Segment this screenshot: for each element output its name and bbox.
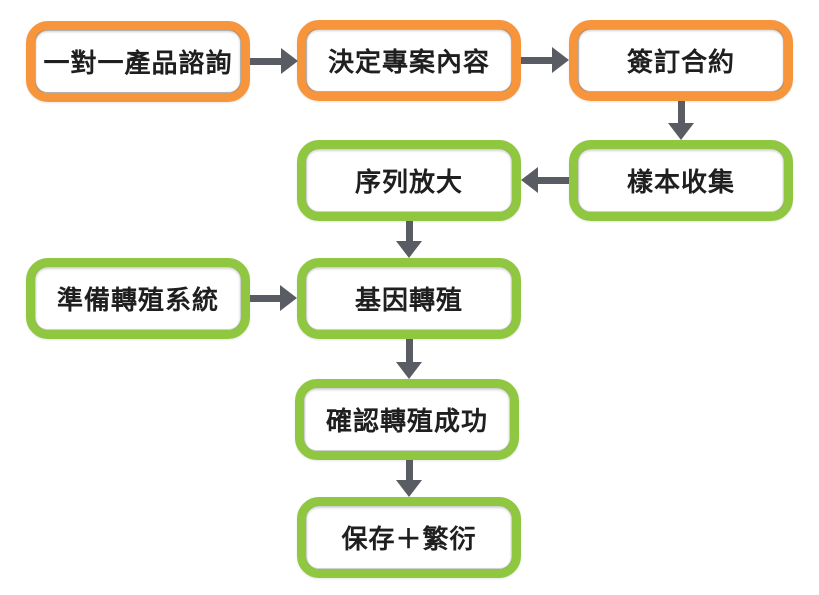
arrow-sequence-to-transfer-icon [396, 221, 422, 258]
arrow-sample-to-sequence-icon [521, 167, 569, 193]
arrow-shaft [405, 460, 413, 480]
arrowhead-down-icon [396, 241, 422, 258]
arrowhead-right-icon [280, 285, 297, 311]
arrow-shaft [405, 339, 413, 362]
flow-node-prepare: 準備轉殖系統 [26, 258, 250, 339]
arrowhead-right-icon [281, 48, 298, 74]
flow-node-preserve-label: 保存＋繁衍 [341, 523, 477, 554]
arrow-shaft [405, 221, 413, 241]
arrowhead-left-icon [521, 167, 538, 193]
flow-node-sample-label: 樣本收集 [626, 166, 735, 197]
flow-node-sign: 簽訂合約 [569, 20, 793, 101]
flow-node-consult: 一對一產品諮詢 [26, 21, 250, 102]
flow-node-preserve: 保存＋繁衍 [297, 497, 521, 578]
arrow-transfer-to-confirm-icon [396, 339, 422, 379]
arrow-confirm-to-preserve-icon [396, 460, 422, 497]
arrow-shaft [521, 56, 552, 64]
arrow-shaft [250, 57, 281, 65]
arrowhead-right-icon [552, 47, 569, 73]
flow-node-sequence: 序列放大 [297, 140, 521, 221]
flow-node-decide-label: 決定專案內容 [327, 46, 490, 77]
arrow-shaft [250, 294, 280, 302]
arrow-shaft [677, 101, 685, 123]
arrow-consult-to-decide-icon [250, 48, 298, 74]
flow-node-sample: 樣本收集 [569, 140, 793, 221]
flow-node-confirm: 確認轉殖成功 [295, 379, 519, 460]
arrowhead-down-icon [396, 362, 422, 379]
flow-node-consult-label: 一對一產品諮詢 [43, 47, 233, 78]
arrowhead-down-icon [668, 123, 694, 140]
flow-node-confirm-label: 確認轉殖成功 [325, 405, 488, 436]
arrowhead-down-icon [396, 480, 422, 497]
flow-node-prepare-label: 準備轉殖系統 [56, 284, 219, 315]
flow-node-sequence-label: 序列放大 [354, 166, 463, 197]
flow-node-transfer: 基因轉殖 [297, 258, 521, 339]
flow-node-sign-label: 簽訂合約 [626, 46, 735, 77]
arrow-shaft [538, 176, 569, 184]
arrow-prepare-to-transfer-icon [250, 285, 297, 311]
flow-node-transfer-label: 基因轉殖 [354, 284, 463, 315]
arrow-sign-to-sample-icon [668, 101, 694, 140]
arrow-decide-to-sign-icon [521, 47, 569, 73]
flow-node-decide: 決定專案內容 [297, 20, 521, 101]
